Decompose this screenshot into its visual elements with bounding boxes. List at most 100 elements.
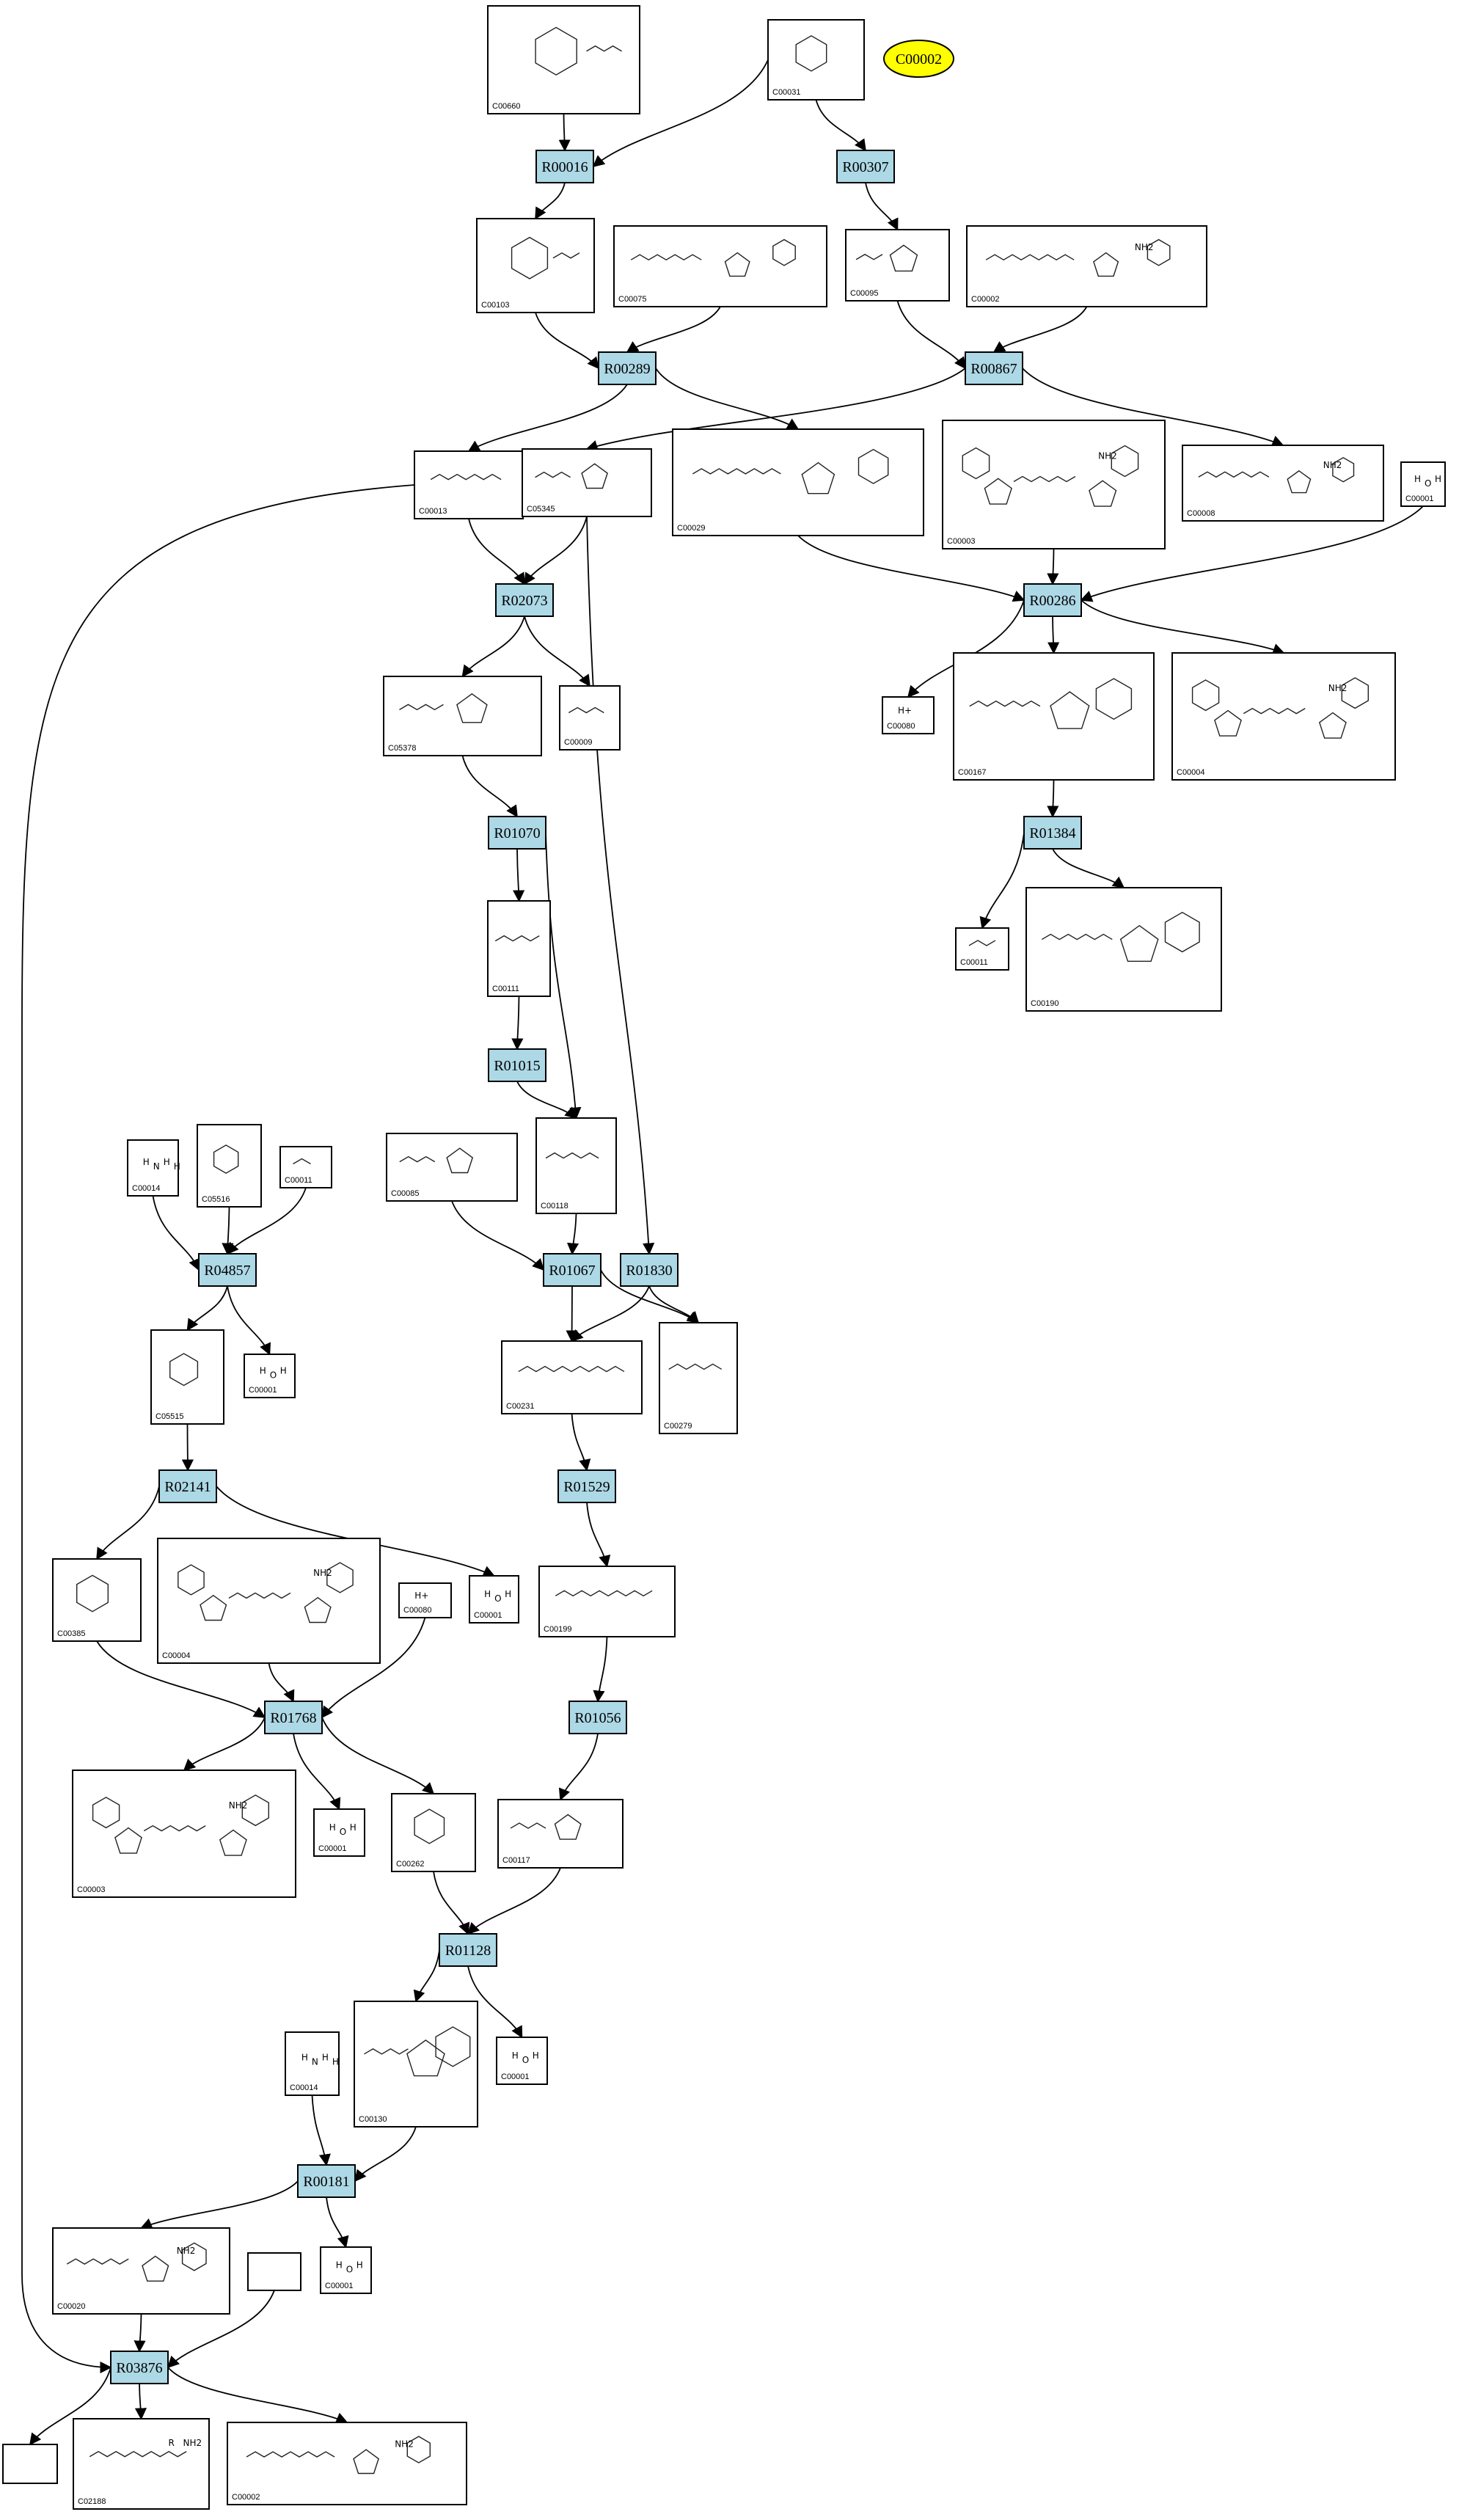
ring-shape bbox=[353, 2449, 379, 2475]
compound-node[interactable]: C00231 bbox=[501, 1340, 643, 1414]
compound-node[interactable]: C00167 bbox=[953, 652, 1155, 781]
reaction-node[interactable]: R00307 bbox=[836, 150, 895, 183]
ring-shape bbox=[326, 1562, 354, 1593]
compound-box bbox=[538, 1566, 676, 1637]
reaction-node[interactable]: R02141 bbox=[158, 1469, 217, 1503]
reaction-edge bbox=[524, 616, 590, 687]
compound-id-label: C00660 bbox=[492, 102, 521, 111]
ring-shape bbox=[1287, 470, 1312, 494]
compound-node[interactable]: C00031 bbox=[767, 19, 865, 101]
compound-node[interactable]: C00011 bbox=[955, 927, 1009, 971]
compound-node[interactable]: C00117 bbox=[497, 1799, 624, 1869]
ring-shape bbox=[1119, 924, 1159, 963]
reaction-node[interactable]: R01529 bbox=[557, 1469, 616, 1503]
reaction-label: R01067 bbox=[549, 1263, 595, 1279]
reaction-node[interactable]: R01384 bbox=[1023, 816, 1082, 850]
reaction-node[interactable]: R00867 bbox=[965, 351, 1023, 385]
reaction-edge bbox=[181, 1423, 194, 1472]
reaction-edge bbox=[467, 1867, 561, 1935]
reaction-node[interactable]: R00286 bbox=[1023, 583, 1082, 617]
compound-node[interactable]: C05378 bbox=[383, 676, 542, 756]
compound-node[interactable]: C00011 bbox=[279, 1146, 332, 1188]
reaction-box bbox=[568, 1701, 627, 1734]
atom-label: H bbox=[301, 2053, 308, 2063]
reaction-node[interactable]: R01830 bbox=[620, 1253, 679, 1287]
compound-node[interactable]: C00199 bbox=[538, 1566, 676, 1637]
reaction-edge bbox=[468, 518, 525, 585]
reaction-node[interactable]: R01070 bbox=[488, 816, 546, 850]
compound-node[interactable]: C00660 bbox=[487, 5, 640, 114]
chain-shape bbox=[1198, 471, 1270, 478]
compound-node[interactable]: C00009 bbox=[559, 685, 621, 750]
compound-node[interactable]: C00130 bbox=[354, 2001, 478, 2128]
reaction-node[interactable]: R00289 bbox=[598, 351, 657, 385]
ring-shape bbox=[535, 26, 577, 76]
compound-node[interactable]: C00118 bbox=[535, 1117, 617, 1214]
compound-node[interactable]: C00095 bbox=[845, 229, 950, 302]
reaction-node[interactable]: R04857 bbox=[198, 1253, 257, 1287]
compound-node[interactable]: C00190 bbox=[1025, 887, 1222, 1012]
compound-box bbox=[559, 685, 621, 750]
compound-node[interactable] bbox=[247, 2252, 301, 2291]
compound-node[interactable]: C05345 bbox=[522, 448, 652, 517]
reaction-box bbox=[965, 351, 1023, 385]
ring-shape bbox=[772, 238, 796, 266]
ring-shape bbox=[181, 2242, 207, 2271]
compound-box bbox=[1400, 461, 1446, 507]
compound-node[interactable]: C00029 bbox=[672, 428, 924, 536]
chain-shape bbox=[430, 473, 502, 481]
reaction-edge bbox=[461, 755, 518, 818]
compound-node[interactable]: C00385 bbox=[52, 1558, 142, 1642]
reaction-node[interactable]: R01067 bbox=[543, 1253, 601, 1287]
compound-node[interactable]: C00111 bbox=[487, 900, 551, 997]
compound-node[interactable]: C00262 bbox=[391, 1793, 476, 1872]
compound-node[interactable]: C00279 bbox=[659, 1322, 738, 1434]
reaction-box bbox=[110, 2351, 169, 2384]
compound-box bbox=[487, 900, 551, 997]
reaction-node[interactable]: R01768 bbox=[264, 1701, 323, 1734]
compound-node[interactable] bbox=[2, 2444, 58, 2484]
reaction-node[interactable]: R01056 bbox=[568, 1701, 627, 1734]
reaction-node[interactable]: R00181 bbox=[297, 2164, 356, 2198]
reaction-node[interactable]: R01015 bbox=[488, 1048, 546, 1082]
highlight-compound-oval[interactable]: C00002 bbox=[883, 40, 954, 78]
compound-node[interactable]: H+C00080 bbox=[882, 696, 935, 734]
highlight-oval-label: C00002 bbox=[896, 51, 942, 67]
reaction-node[interactable]: R01128 bbox=[439, 1933, 497, 1967]
compound-node[interactable]: C05515 bbox=[150, 1329, 224, 1425]
compound-id-label: C00003 bbox=[947, 537, 976, 546]
compound-box bbox=[354, 2001, 478, 2128]
compound-node[interactable]: C00103 bbox=[476, 218, 595, 313]
compound-node[interactable]: C05516 bbox=[197, 1124, 262, 1208]
reaction-node[interactable]: R00016 bbox=[535, 150, 594, 183]
compound-node[interactable]: C00075 bbox=[613, 225, 827, 307]
compound-node[interactable]: C00013 bbox=[414, 450, 524, 519]
atom-label: H bbox=[350, 1822, 356, 1833]
compound-node[interactable]: C00085 bbox=[386, 1133, 518, 1202]
reaction-edge bbox=[979, 832, 1025, 930]
compound-box bbox=[383, 676, 542, 756]
compound-box bbox=[52, 2227, 230, 2315]
reaction-node[interactable]: R03876 bbox=[110, 2351, 169, 2384]
reaction-node[interactable]: R02073 bbox=[495, 583, 554, 617]
reaction-box bbox=[535, 150, 594, 183]
compound-node[interactable]: H+C00080 bbox=[398, 1582, 452, 1618]
reaction-box bbox=[1023, 583, 1082, 617]
